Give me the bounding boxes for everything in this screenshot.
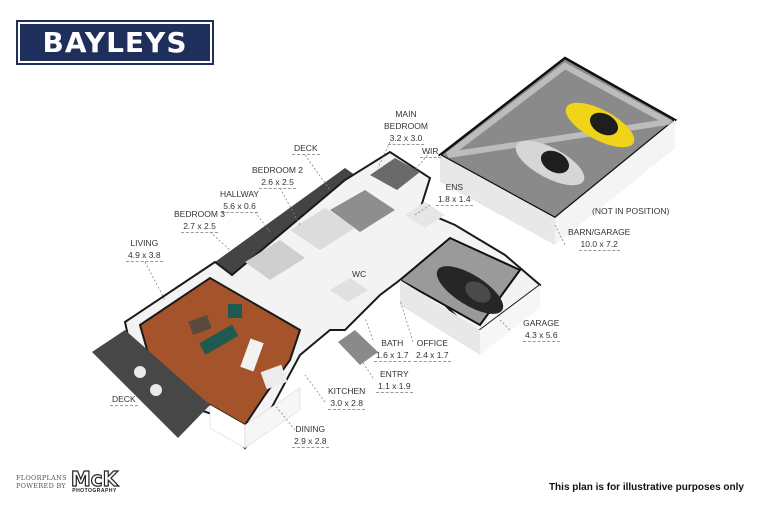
label-deck-front: DECK — [110, 393, 138, 406]
powered-by-text: FLOORPLANS POWERED BY — [16, 474, 67, 490]
label-dining: DINING 2.9 x 2.8 — [292, 423, 329, 448]
room-dims: 2.4 x 1.7 — [414, 350, 451, 362]
label-living: LIVING 4.9 x 3.8 — [126, 237, 163, 262]
yellow-car — [565, 102, 635, 148]
label-wir: WIR — [420, 145, 441, 158]
room-name: LIVING — [130, 238, 159, 248]
label-hallway: HALLWAY 5.6 x 0.6 — [220, 188, 259, 213]
mck-logo-text: McK — [70, 467, 119, 491]
room-name: DECK — [292, 143, 320, 155]
label-kitchen: KITCHEN 3.0 x 2.8 — [328, 385, 365, 410]
room-name: WC — [352, 269, 367, 279]
room-name: HALLWAY — [220, 189, 260, 199]
room-dims: 1.1 x 1.9 — [376, 381, 413, 393]
room-dims: 2.9 x 2.8 — [292, 436, 329, 448]
label-entry: ENTRY 1.1 x 1.9 — [376, 368, 413, 393]
room-name: WIR — [420, 146, 441, 158]
room-name: DINING — [295, 424, 326, 434]
house-structure — [92, 150, 542, 450]
room-name: KITCHEN — [328, 386, 366, 396]
room-dims: 4.9 x 3.8 — [126, 250, 163, 262]
label-not-in-position: (NOT IN POSITION) — [592, 205, 669, 217]
powered-by-credit: FLOORPLANS POWERED BY McK PHOTOGRAPHY — [16, 467, 119, 494]
label-main-bedroom: MAIN BEDROOM 3.2 x 3.0 — [384, 108, 428, 145]
room-name: DECK — [110, 394, 138, 406]
room-dims: 5.6 x 0.6 — [221, 201, 258, 213]
room-dims: 4.3 x 5.6 — [523, 330, 560, 342]
room-dims: 10.0 x 7.2 — [578, 239, 620, 251]
room-dims: 1.6 x 1.7 — [374, 350, 411, 362]
black-car — [436, 266, 504, 314]
room-dims: 1.8 x 1.4 — [436, 194, 473, 206]
room-name: BEDROOM 3 — [174, 209, 226, 219]
room-dims: 2.6 x 2.5 — [259, 177, 296, 189]
room-name: BEDROOM — [384, 121, 428, 131]
label-barn-garage: BARN/GARAGE 10.0 x 7.2 — [568, 226, 630, 251]
room-name: ENS — [445, 182, 464, 192]
label-bedroom-3: BEDROOM 3 2.7 x 2.5 — [174, 208, 225, 233]
room-name: ENTRY — [379, 369, 409, 379]
room-name: GARAGE — [523, 318, 560, 328]
label-bath: BATH 1.6 x 1.7 — [374, 337, 411, 362]
disclaimer-text: This plan is for illustrative purposes o… — [548, 482, 744, 493]
label-bedroom-2: BEDROOM 2 2.6 x 2.5 — [252, 164, 303, 189]
mck-logo: McK PHOTOGRAPHY — [70, 467, 119, 494]
silver-car — [515, 140, 585, 186]
mck-logo-sub: PHOTOGRAPHY — [72, 488, 117, 494]
room-dims: 3.2 x 3.0 — [387, 133, 425, 145]
label-ens: ENS 1.8 x 1.4 — [436, 181, 473, 206]
label-deck-rear: DECK — [292, 142, 320, 155]
powered-line-1: FLOORPLANS — [16, 474, 67, 482]
room-name: BARN/GARAGE — [568, 227, 631, 237]
room-name: BEDROOM 2 — [252, 165, 304, 175]
room-note: (NOT IN POSITION) — [592, 206, 670, 216]
label-wc: WC — [352, 268, 366, 280]
room-name: OFFICE — [416, 338, 448, 348]
barn-garage-structure — [437, 56, 678, 245]
logo-text: BAYLEYS — [20, 24, 210, 61]
label-garage: GARAGE 4.3 x 5.6 — [523, 317, 560, 342]
leader-lines — [144, 141, 566, 431]
room-dims: 3.0 x 2.8 — [328, 398, 365, 410]
powered-line-2: POWERED BY — [16, 482, 66, 490]
room-name: BATH — [381, 338, 404, 348]
label-office: OFFICE 2.4 x 1.7 — [414, 337, 451, 362]
room-name: MAIN — [395, 109, 417, 119]
bayleys-logo: BAYLEYS — [16, 20, 214, 65]
room-dims: 2.7 x 2.5 — [181, 221, 218, 233]
